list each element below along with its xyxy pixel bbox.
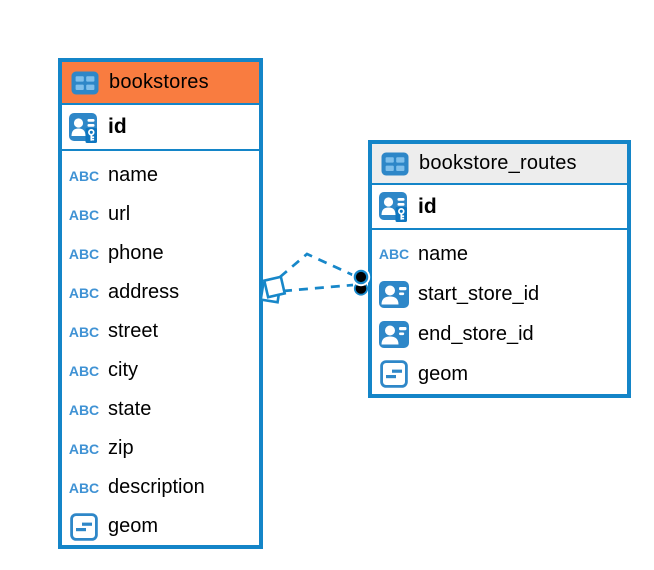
column-row[interactable]: ABC url (62, 195, 259, 234)
diamond-marker[interactable] (259, 281, 282, 304)
dot-marker[interactable] (353, 269, 369, 285)
column-row[interactable]: ABC address (62, 273, 259, 312)
column-name: name (418, 242, 469, 265)
column-name: address (108, 281, 180, 303)
column-name: end_store_id (418, 322, 534, 345)
column-name: zip (108, 437, 134, 459)
text-type-icon: ABC (68, 440, 100, 457)
reference-type-icon (379, 280, 409, 308)
primary-key-name: id (108, 115, 127, 138)
text-type-icon: ABC (68, 206, 100, 223)
column-name: geom (108, 515, 159, 537)
column-row[interactable]: end_store_id (372, 314, 627, 354)
column-row[interactable]: ABC description (62, 468, 259, 507)
primary-key-row[interactable]: id (372, 185, 627, 230)
column-name: url (108, 203, 131, 225)
text-type-icon: ABC (68, 401, 100, 418)
primary-key-name: id (418, 194, 437, 218)
column-row[interactable]: geom (372, 354, 627, 394)
column-name: city (108, 359, 138, 381)
text-type-icon: ABC (68, 479, 100, 496)
column-row[interactable]: ABC name (372, 234, 627, 274)
column-row[interactable]: ABC name (62, 156, 259, 195)
text-type-icon: ABC (68, 323, 100, 340)
column-name: start_store_id (418, 282, 540, 305)
column-name: street (108, 320, 159, 342)
geometry-type-icon (380, 360, 408, 388)
text-type-icon: ABC (68, 284, 100, 301)
column-row[interactable]: ABC zip (62, 429, 259, 468)
diamond-marker[interactable] (262, 275, 287, 299)
column-row[interactable]: ABC state (62, 390, 259, 429)
text-type-icon: ABC (68, 245, 100, 262)
primary-key-row[interactable]: id (62, 105, 259, 151)
geometry-type-icon (70, 512, 98, 541)
primary-key-icon (379, 191, 409, 222)
table-header[interactable]: bookstores (62, 62, 259, 105)
reference-type-icon (379, 320, 409, 348)
column-row[interactable]: ABC city (62, 351, 259, 390)
column-name: name (108, 164, 159, 186)
table-node-bookstore-routes[interactable]: bookstore_routes id ABC name start_store_i… (368, 140, 631, 398)
column-row[interactable]: start_store_id (372, 274, 627, 314)
text-type-icon: ABC (378, 246, 410, 262)
column-row[interactable]: geom (62, 507, 259, 546)
column-row[interactable]: ABC street (62, 312, 259, 351)
table-title: bookstore_routes (419, 152, 577, 174)
text-type-icon: ABC (68, 362, 100, 379)
table-icon (70, 71, 100, 95)
table-header[interactable]: bookstore_routes (372, 144, 627, 185)
dot-marker[interactable] (353, 281, 369, 296)
table-icon (380, 152, 410, 176)
column-name: description (108, 476, 205, 498)
relationship-line-end-store-id[interactable] (282, 283, 354, 293)
column-name: geom (418, 362, 469, 385)
column-row[interactable]: ABC phone (62, 234, 259, 273)
text-type-icon: ABC (68, 167, 100, 184)
column-name: phone (108, 242, 164, 264)
table-title: bookstores (109, 71, 209, 93)
relationship-line-start-store-id[interactable] (279, 252, 356, 279)
column-name: state (108, 398, 152, 420)
primary-key-icon (69, 112, 99, 143)
